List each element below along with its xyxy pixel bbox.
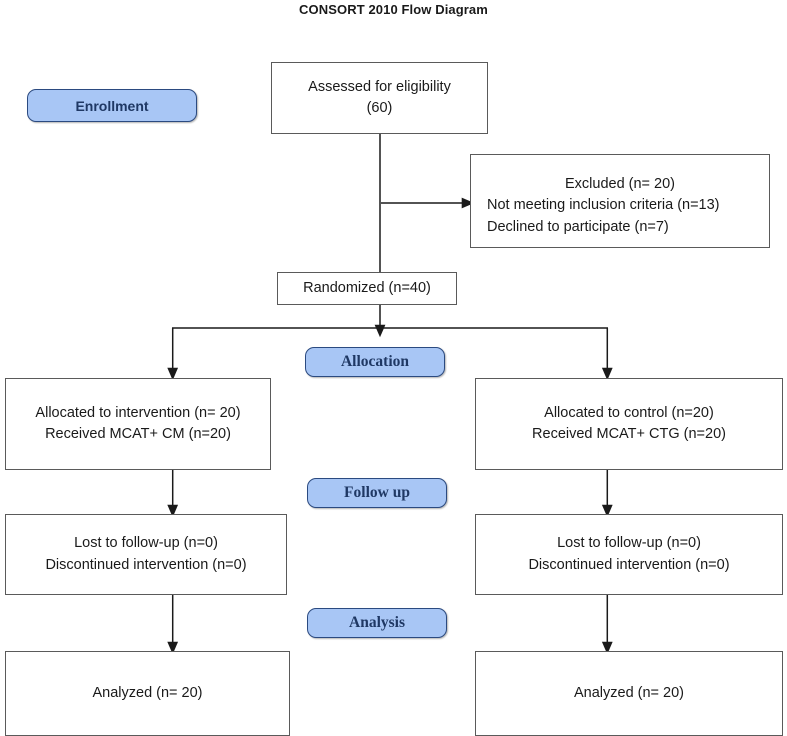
stage-label-enrollment: Enrollment xyxy=(27,89,197,122)
stage-label-allocation: Allocation xyxy=(305,347,445,377)
node-line: Analyzed (n= 20) xyxy=(92,684,203,701)
stage-label-text: Allocation xyxy=(340,353,410,370)
node-allocated-intervention: Allocated to intervention (n= 20) Receiv… xyxy=(5,378,271,470)
page-title: CONSORT 2010 Flow Diagram xyxy=(299,2,488,17)
node-line: Declined to participate (n=7) xyxy=(487,218,669,235)
node-line: Allocated to control (n=20) xyxy=(544,404,714,421)
node-line: Assessed for eligibility xyxy=(308,78,451,95)
node-line: Randomized (n=40) xyxy=(303,279,431,296)
stage-label-followup: Follow up xyxy=(307,478,447,508)
stage-label-text: Analysis xyxy=(349,614,405,631)
node-excluded: Excluded (n= 20) Not meeting inclusion c… xyxy=(470,154,770,248)
node-assessed-for-eligibility: Assessed for eligibility (60) xyxy=(271,62,488,134)
node-randomized: Randomized (n=40) xyxy=(277,272,457,305)
node-line: Discontinued intervention (n=0) xyxy=(45,556,247,573)
stage-label-text: Enrollment xyxy=(75,97,149,114)
node-followup-intervention: Lost to follow-up (n=0) Discontinued int… xyxy=(5,514,287,595)
node-line: Lost to follow-up (n=0) xyxy=(557,535,701,552)
node-followup-control: Lost to follow-up (n=0) Discontinued int… xyxy=(475,514,783,595)
node-line: Allocated to intervention (n= 20) xyxy=(35,404,241,421)
stage-label-analysis: Analysis xyxy=(307,608,447,638)
node-analyzed-intervention: Analyzed (n= 20) xyxy=(5,651,290,736)
node-line: Analyzed (n= 20) xyxy=(573,684,685,701)
node-line: Received MCAT+ CTG (n=20) xyxy=(532,426,726,442)
node-line: (60) xyxy=(366,100,393,116)
node-line: Not meeting inclusion criteria (n=13) xyxy=(487,197,720,214)
node-line: Excluded (n= 20) xyxy=(564,176,676,193)
node-line: Discontinued intervention (n=0) xyxy=(528,556,730,573)
stage-label-text: Follow up xyxy=(344,484,410,501)
node-allocated-control: Allocated to control (n=20) Received MCA… xyxy=(475,378,783,470)
node-analyzed-control: Analyzed (n= 20) xyxy=(475,651,783,736)
node-line: Received MCAT+ CM (n=20) xyxy=(45,426,231,442)
node-line: Lost to follow-up (n=0) xyxy=(74,535,218,552)
